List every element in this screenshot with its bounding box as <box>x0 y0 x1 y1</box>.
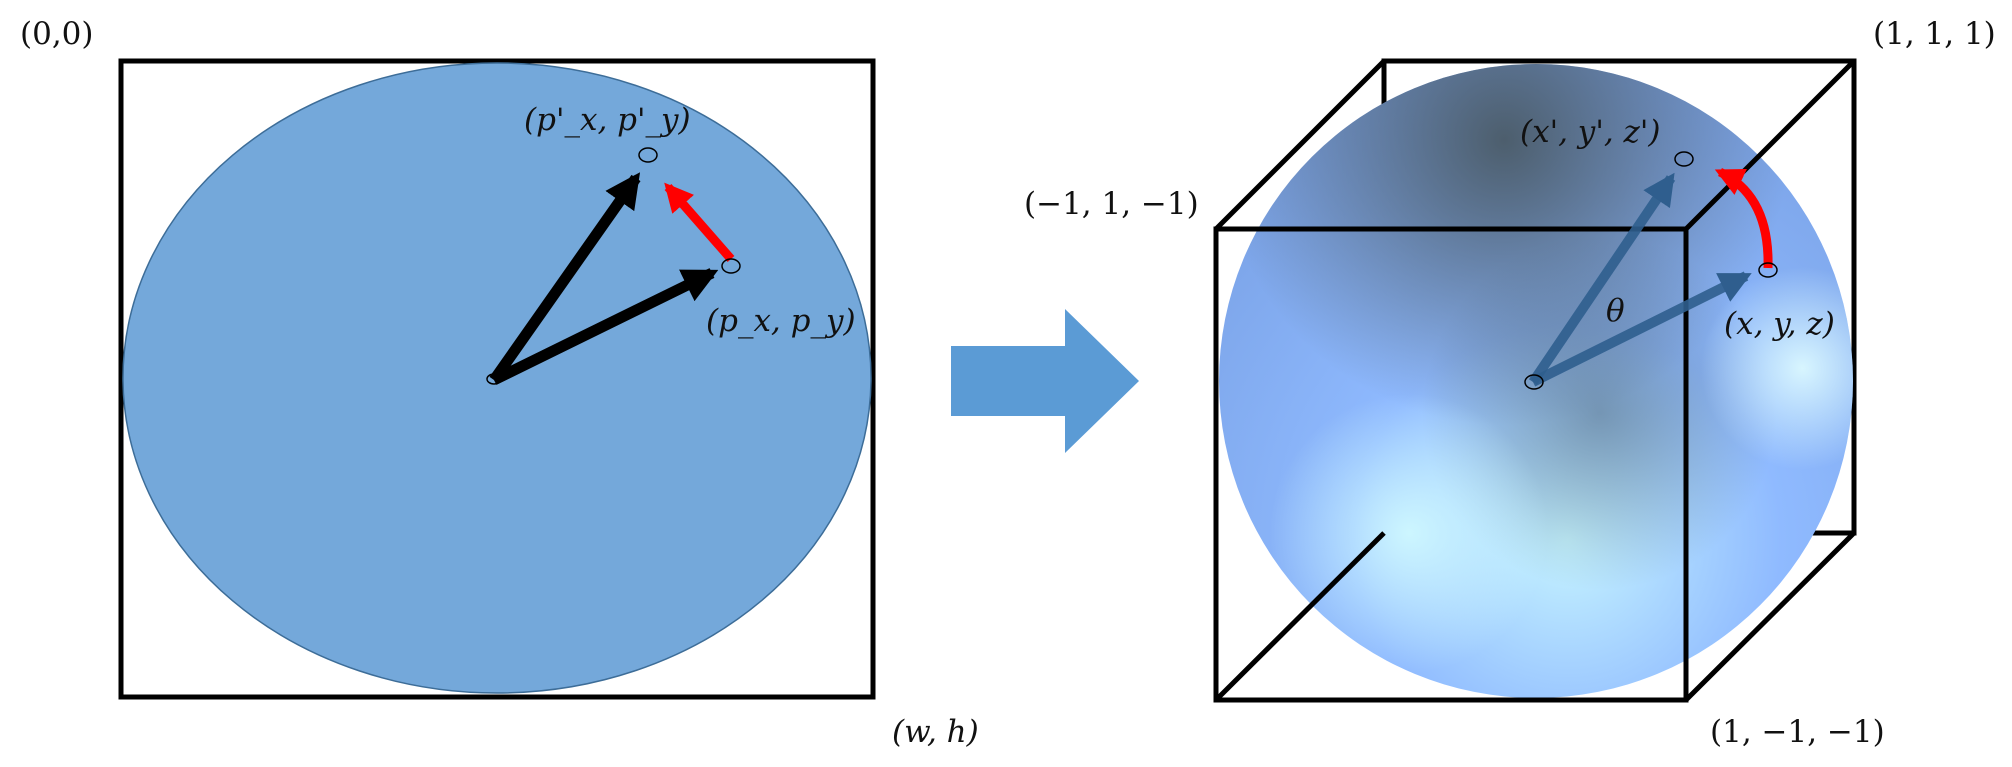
vector-original <box>491 268 719 385</box>
rotation-arrow <box>664 182 735 262</box>
point-original-marker <box>721 258 741 274</box>
angle-label: θ <box>1606 293 1625 329</box>
point-label-original: (p_x, p_y) <box>706 303 856 339</box>
left-panel: (0,0) (w, h) (p_x, p_y) (p'_x, p'_y) <box>20 16 979 750</box>
right-panel: (1, 1, 1) (−1, 1, −1) (1, −1, −1) (x, y,… <box>1024 16 1996 750</box>
point-rotated-marker <box>638 147 658 163</box>
cube-edge-bottom-right <box>1684 531 1856 702</box>
cube-edge-bottom-left <box>1214 531 1386 702</box>
corner-label-top-right: (1, 1, 1) <box>1873 16 1996 52</box>
cube-front-face <box>1213 226 1689 703</box>
vector-original-3d <box>1530 271 1752 387</box>
point-rotated-marker-3d <box>1674 151 1694 167</box>
corner-label-bottom-right-3d: (1, −1, −1) <box>1710 714 1885 750</box>
corner-label-top-left: (0,0) <box>20 16 94 52</box>
origin-point <box>486 373 502 385</box>
corner-label-bottom-right: (w, h) <box>892 714 979 750</box>
image-frame <box>118 58 876 700</box>
cube-edge-top-left <box>1214 59 1386 231</box>
point-label-rotated-3d: (x', y', z') <box>1520 114 1661 150</box>
corner-label-front-top-left: (−1, 1, −1) <box>1024 186 1199 222</box>
right-block-arrow-icon <box>951 309 1139 453</box>
point-label-original-3d: (x, y, z) <box>1724 306 1835 342</box>
transition-arrow <box>951 309 1139 453</box>
vector-rotated <box>489 172 641 384</box>
cube-edge-top-right <box>1684 59 1856 231</box>
origin-point-3d <box>1524 374 1544 390</box>
point-original-marker-3d <box>1758 262 1778 278</box>
vector-rotated-3d <box>1528 172 1676 385</box>
rotation-arc-arrow <box>1714 167 1773 269</box>
point-label-rotated: (p'_x, p'_y) <box>524 102 691 138</box>
